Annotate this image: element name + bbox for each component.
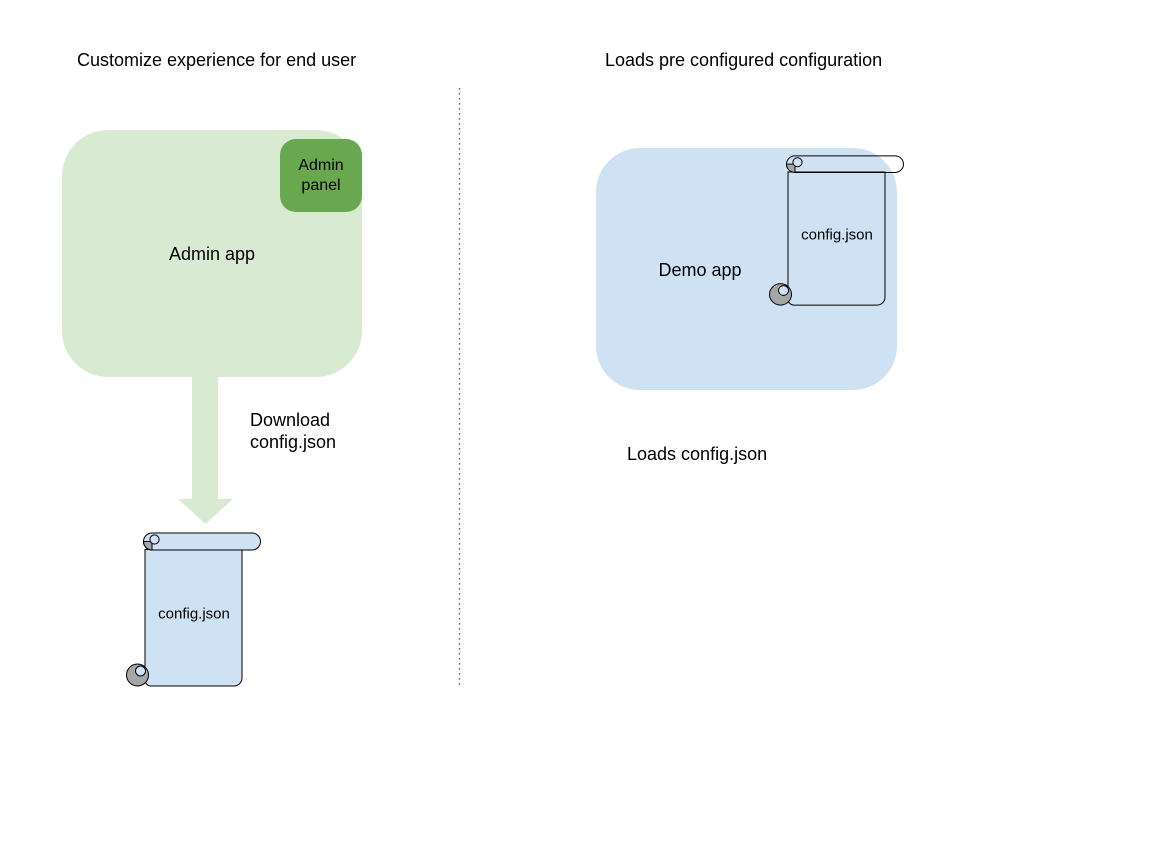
- config-json-file-left: config.json: [126, 528, 262, 690]
- demo-app-label: Demo app: [658, 260, 742, 280]
- config-json-label-left: config.json: [158, 605, 230, 623]
- scroll-icon: [769, 155, 904, 306]
- scroll-icon: [126, 532, 261, 687]
- config-json-label-right: config.json: [801, 226, 873, 244]
- admin-panel-label: Admin panel: [298, 156, 344, 194]
- admin-app-label: Admin app: [168, 243, 256, 264]
- admin-app-box: Admin app Admin panel: [62, 130, 362, 377]
- right-section-title: Loads pre configured configuration: [605, 50, 883, 70]
- admin-panel-box: Admin panel: [280, 139, 362, 212]
- download-arrow-label: Download config.json: [250, 410, 337, 452]
- download-arrow-icon: [178, 377, 233, 524]
- demo-app-box: [596, 148, 897, 390]
- section-divider-dotted-line: [458, 88, 461, 686]
- config-json-file-right: config.json: [769, 151, 905, 309]
- left-section-title: Customize experience for end user: [77, 50, 357, 70]
- loads-config-caption: Loads config.json: [627, 444, 768, 464]
